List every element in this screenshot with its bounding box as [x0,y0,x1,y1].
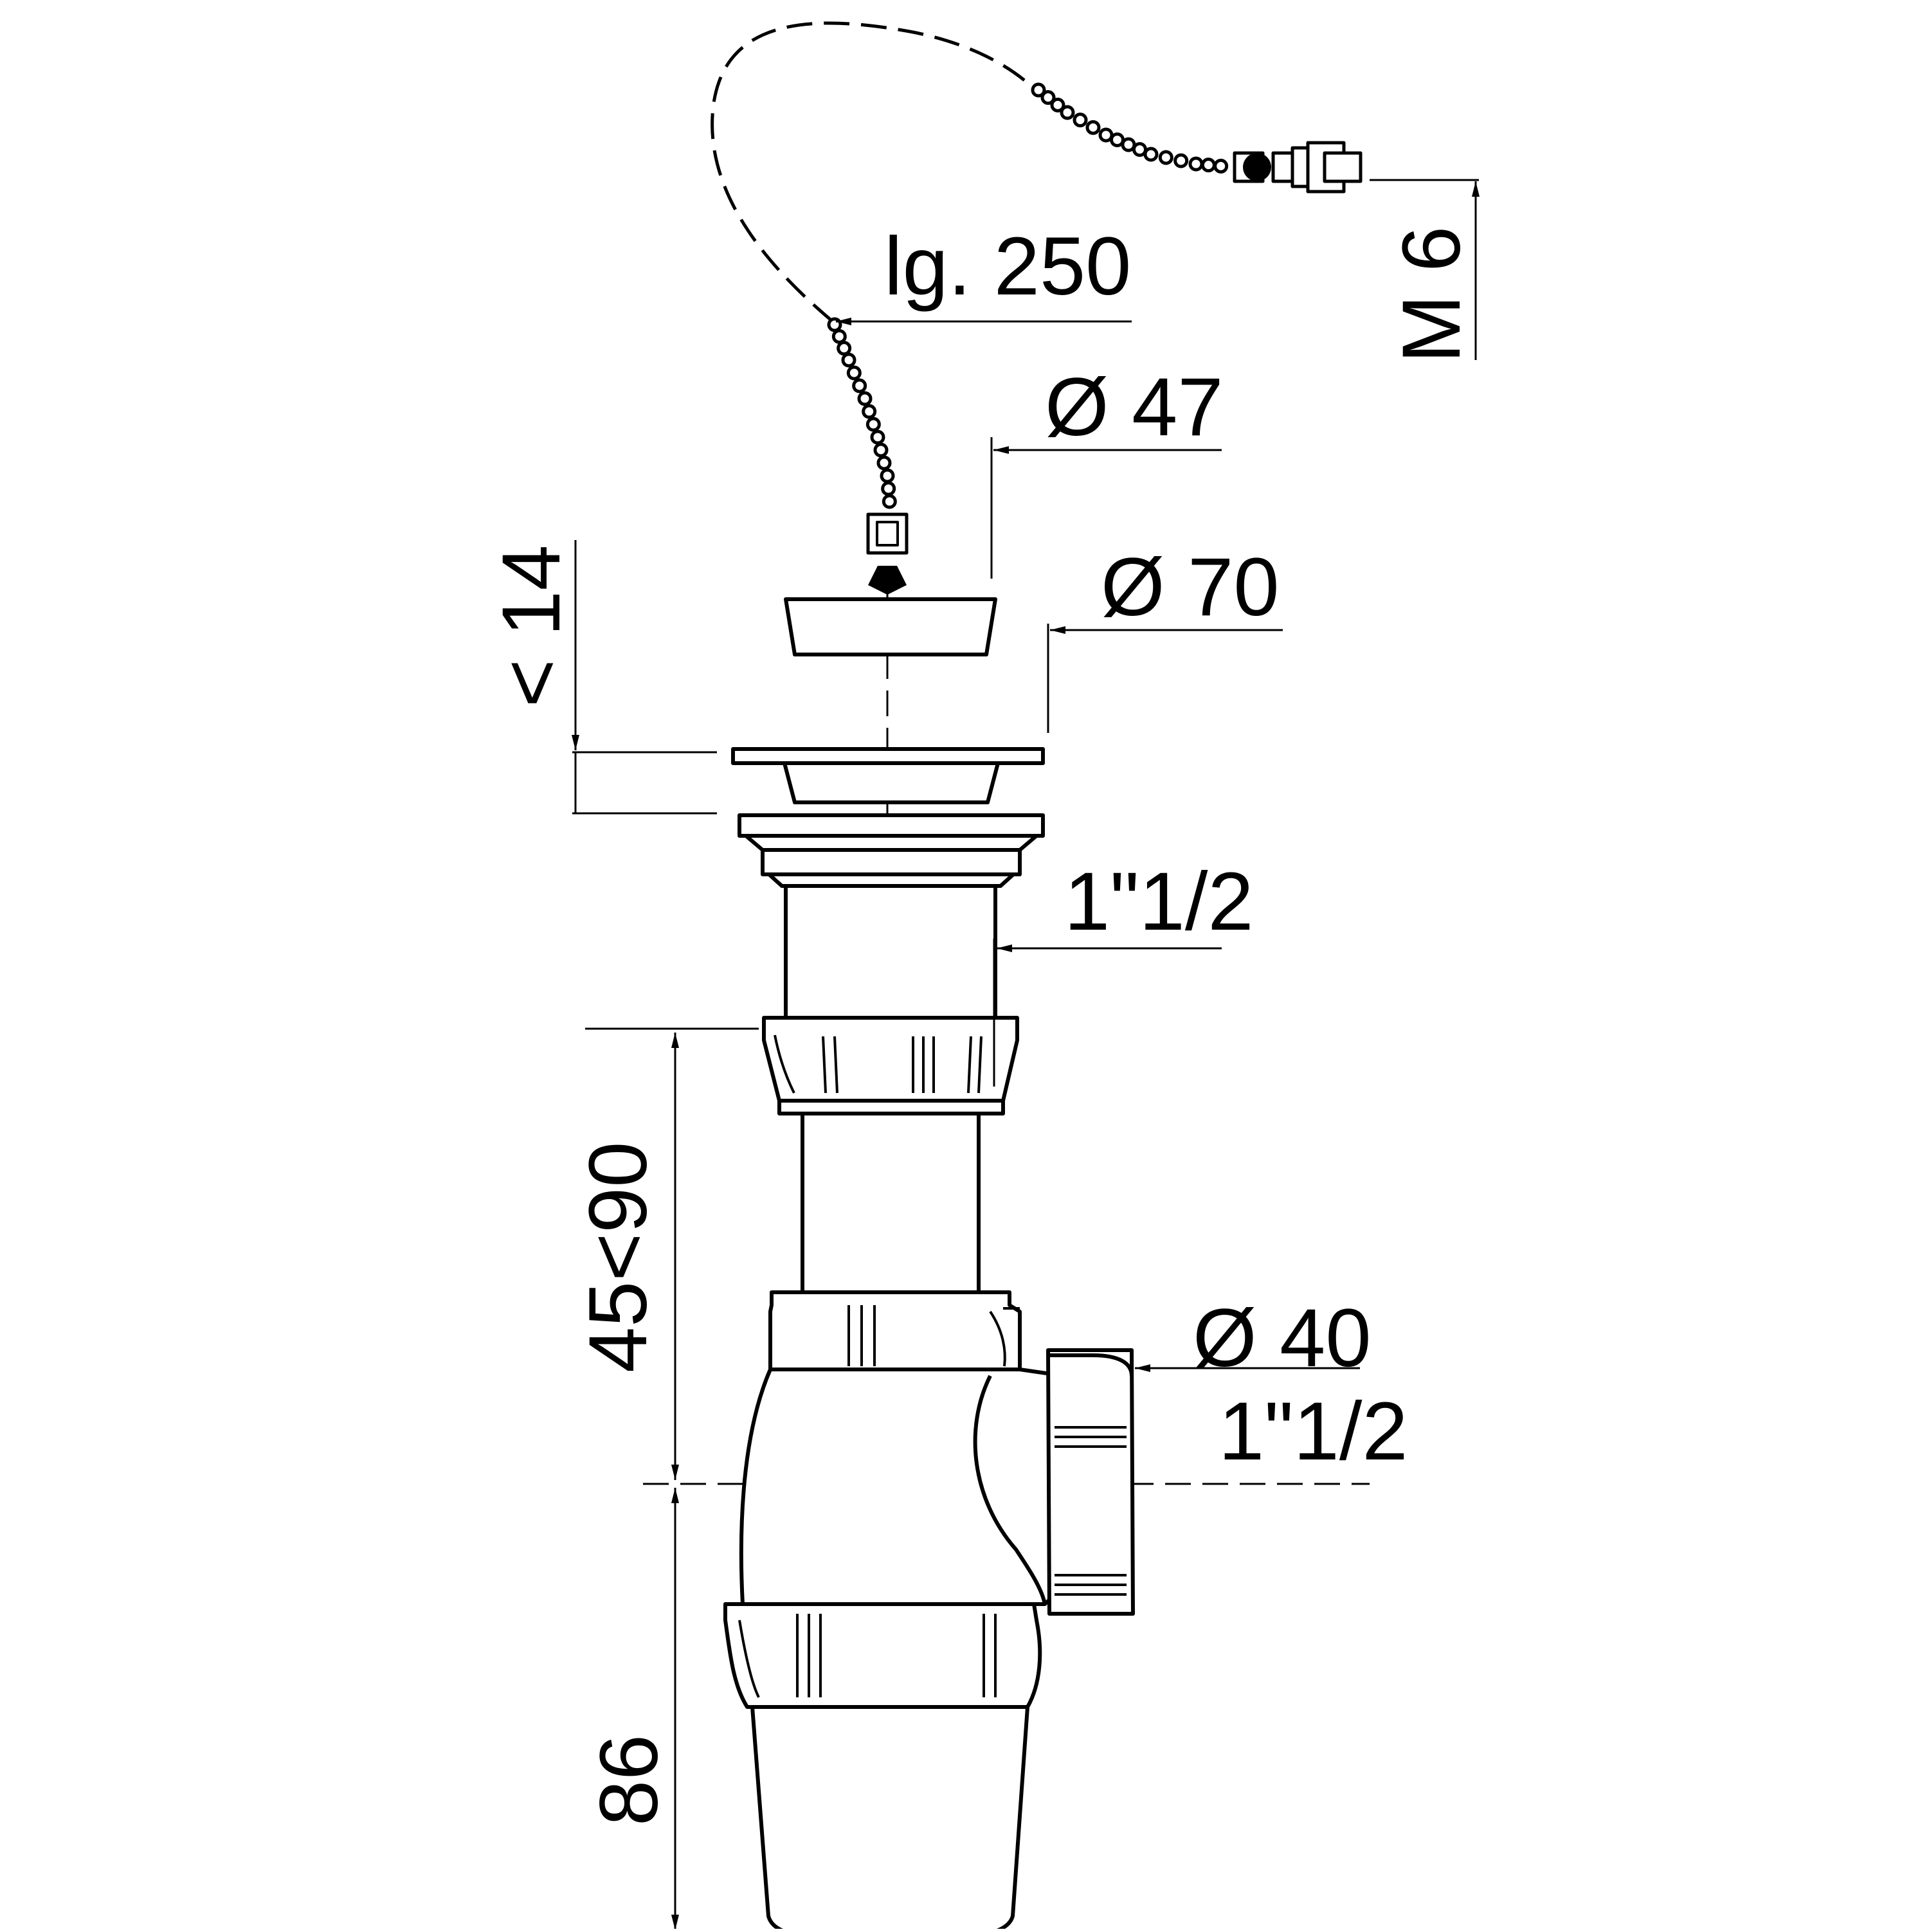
lower-nut [723,1602,1042,1709]
chain-bead [841,352,856,368]
chain-bead [1050,97,1065,113]
bottle-body [739,1368,1066,1606]
outlet-thread-label: 1"1/2 [1218,1386,1408,1477]
chain-bead [857,391,873,406]
upper-tailpiece [784,884,997,1020]
chain-bead [852,378,867,393]
thread-size-label: M 6 [1386,226,1478,363]
bottle-top-nut [768,1290,1022,1371]
chain-bead [870,429,885,445]
chain-bead [1143,147,1159,162]
strainer-grate [731,747,1045,888]
base-height-label: 86 [583,1735,675,1826]
chain-bead [880,468,895,483]
adjust-height-label: < 14 [485,545,577,707]
chain-bead [831,329,847,344]
chain-bead [862,404,877,419]
chain-bead [837,341,852,356]
chain-bead [1060,105,1075,120]
chain-bead [1173,153,1189,168]
bottom-cup [750,1705,1029,1932]
chain-length-label: lg. 250 [884,221,1131,312]
chain-bead [1188,156,1204,172]
chain-bead [1213,158,1229,174]
grate-diameter-label: Ø 70 [1101,541,1280,633]
stopper-plug [784,512,997,656]
chain-bead [876,455,892,471]
chain-bead [1200,158,1216,173]
chain-bead [1158,150,1173,165]
chain-bead [881,481,896,496]
upper-nut [762,1016,1019,1115]
chain-end-fitting [1233,141,1363,194]
chain-bead [1031,82,1046,98]
chain-loop-dashed [711,21,1037,323]
chain-beads [827,82,1229,509]
chain-bead [873,442,889,458]
chain-bead [846,365,862,381]
outlet-diameter-label: Ø 40 [1193,1292,1372,1384]
chain-bead [1040,90,1056,105]
chain-bead [882,494,897,509]
plug-diameter-label: Ø 47 [1045,361,1224,453]
chain-bead [1085,120,1101,135]
side-outlet [1046,1348,1135,1616]
chain-bead [865,417,881,432]
height-range-label: 45<90 [572,1142,664,1373]
chain-bead [1073,113,1088,128]
middle-tube [801,1112,981,1305]
top-thread-label: 1"1/2 [1064,856,1254,948]
